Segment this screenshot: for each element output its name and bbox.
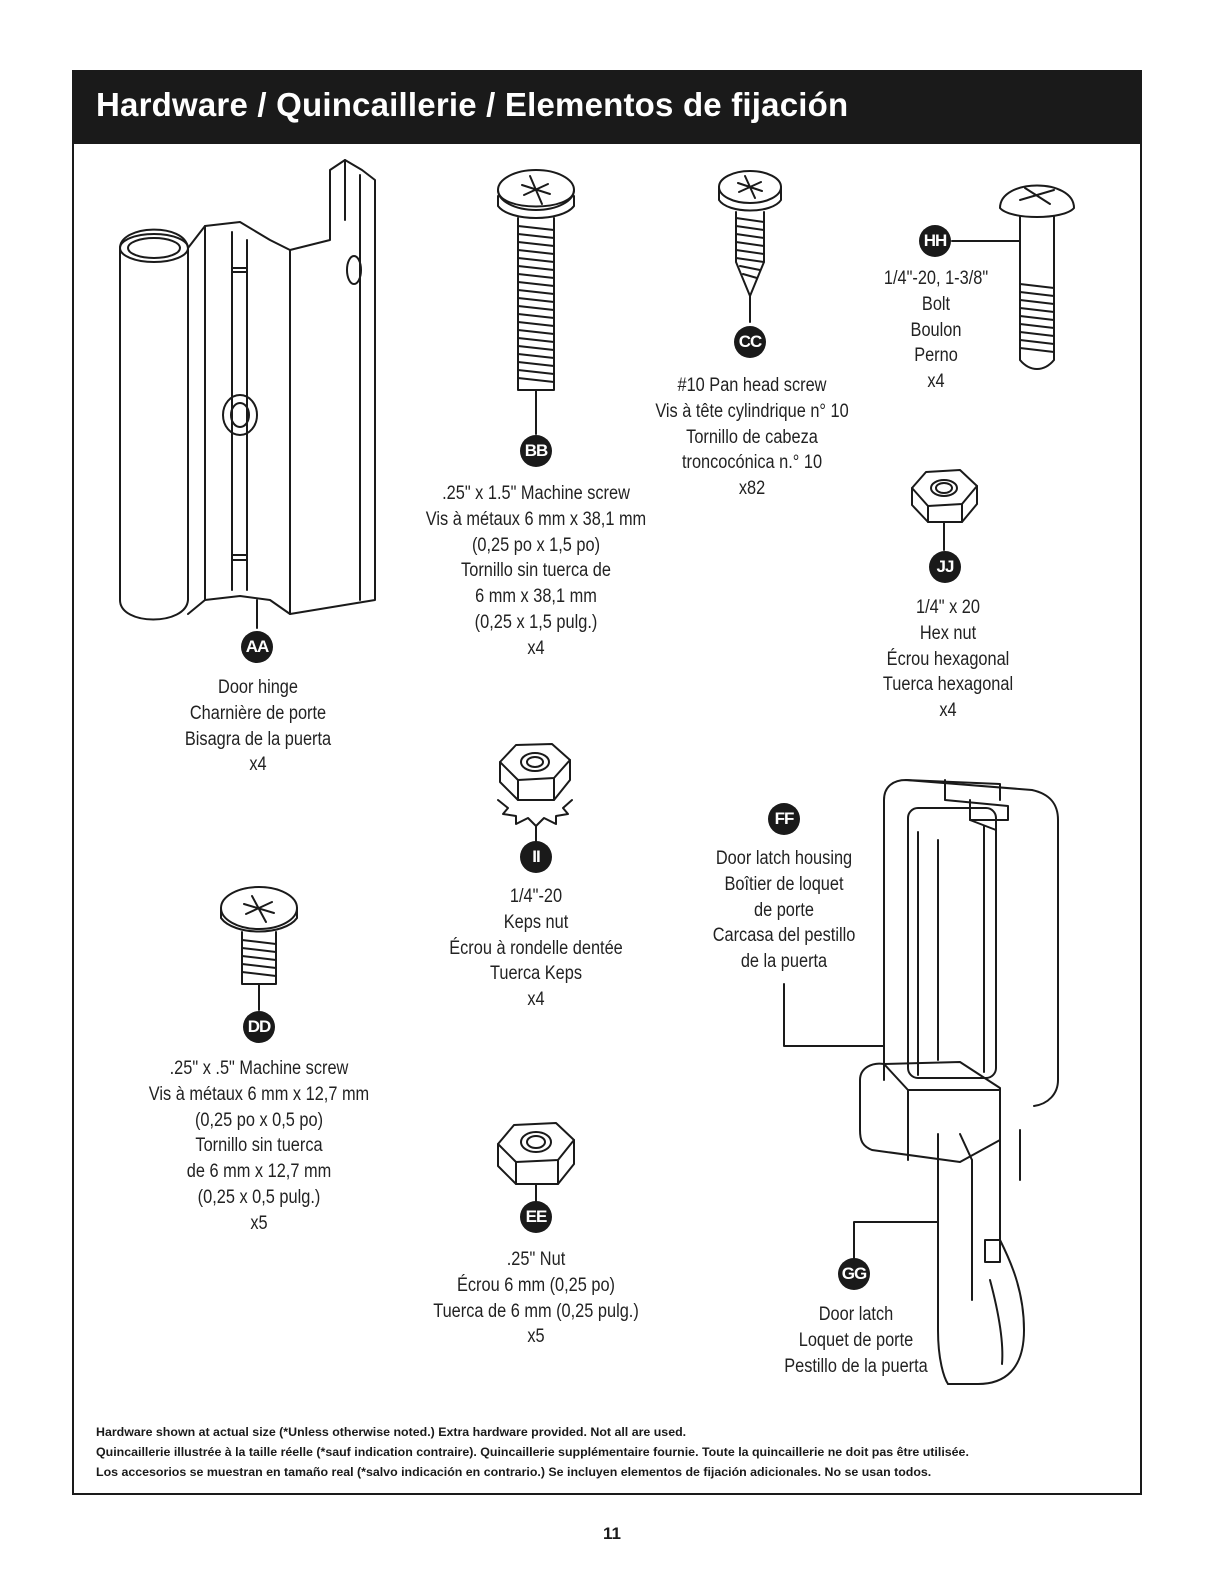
label-line: de 6 mm x 12,7 mm <box>186 1161 332 1183</box>
label-machine-screw-short: .25" x .5" Machine screw Vis à métaux 6 … <box>121 1056 396 1237</box>
label-pan-head-screw: #10 Pan head screw Vis à tête cylindriqu… <box>614 373 889 502</box>
label-line: .25" x .5" Machine screw <box>169 1058 349 1079</box>
door-latch-drawing <box>783 779 1059 1385</box>
label-line: Écrou hexagonal <box>886 648 1010 670</box>
label-line: Charnière de porte <box>189 702 327 724</box>
label-door-latch-housing: Door latch housing Boîtier de loquet de … <box>681 846 887 975</box>
label-line: x82 <box>738 478 766 500</box>
label-door-latch: Door latch Loquet de porte Pestillo de l… <box>753 1302 959 1379</box>
label-line: Tornillo sin tuerca de <box>461 560 611 582</box>
label-line: Carcasa del pestillo <box>712 925 856 947</box>
section-header: Hardware / Quincaillerie / Elementos de … <box>74 72 1140 144</box>
badge-bb: BB <box>520 435 552 467</box>
label-line: Bolt <box>921 293 951 315</box>
label-line: de porte <box>754 899 814 921</box>
label-line: x5 <box>250 1212 268 1234</box>
label-line: Vis à métaux 6 mm x 38,1 mm <box>425 508 647 530</box>
badge-aa: AA <box>241 631 273 663</box>
label-line: Tornillo de cabeza <box>686 426 818 448</box>
label-line: Tuerca Keps <box>489 963 583 985</box>
label-line: x4 <box>939 700 957 722</box>
badge-dd: DD <box>243 1011 275 1043</box>
pan-head-screw-drawing <box>718 170 782 323</box>
keps-nut-drawing <box>497 743 573 843</box>
label-line: x5 <box>527 1326 545 1348</box>
label-line: Vis à tête cylindrique n° 10 <box>655 400 849 422</box>
label-line: 1/4" x 20 <box>916 597 980 618</box>
label-line: Perno <box>914 345 958 367</box>
label-line: 6 mm x 38,1 mm <box>475 586 597 608</box>
label-machine-screw-long: .25" x 1.5" Machine screw Vis à métaux 6… <box>398 481 673 662</box>
label-line: x4 <box>527 989 545 1011</box>
footnote-french: Quincaillerie illustrée à la taille réel… <box>96 1445 969 1459</box>
badge-hh: HH <box>919 225 951 257</box>
label-line: (0,25 po x 0,5 po) <box>194 1109 324 1131</box>
hex-nut-small-drawing <box>911 469 978 551</box>
label-line: (0,25 po x 1,5 po) <box>471 534 601 556</box>
badge-ii: II <box>520 841 552 873</box>
label-hex-nut: 1/4" x 20 Hex nut Écrou hexagonal Tuerca… <box>845 595 1051 724</box>
footnote-spanish: Los accesorios se muestran en tamaño rea… <box>96 1465 932 1479</box>
machine-screw-long-drawing <box>497 169 575 435</box>
label-line: Tuerca de 6 mm (0,25 pulg.) <box>433 1300 639 1322</box>
label-line: Door hinge <box>218 677 298 698</box>
label-door-hinge: Door hinge Charnière de porte Bisagra de… <box>138 675 379 778</box>
badge-gg: GG <box>838 1258 870 1290</box>
label-line: Loquet de porte <box>798 1329 914 1351</box>
label-line: .25" Nut <box>506 1249 566 1270</box>
label-line: Boîtier de loquet <box>724 873 844 895</box>
badge-ee: EE <box>520 1201 552 1233</box>
label-line: Pestillo de la puerta <box>784 1355 928 1377</box>
label-line: Bisagra de la puerta <box>184 728 332 750</box>
label-line: (0,25 x 0,5 pulg.) <box>197 1186 321 1208</box>
label-line: 1/4"-20 <box>509 886 563 907</box>
label-bolt: 1/4"-20, 1-3/8" Bolt Boulon Perno x4 <box>850 266 1022 395</box>
label-line: 1/4"-20, 1-3/8" <box>883 268 989 289</box>
label-line: de la puerta <box>740 951 828 973</box>
label-line: Tuerca hexagonal <box>882 674 1014 696</box>
label-line: Tornillo sin tuerca <box>195 1135 323 1157</box>
badge-ff: FF <box>768 803 800 835</box>
hardware-panel: Hardware / Quincaillerie / Elementos de … <box>72 70 1142 1495</box>
label-nut: .25" Nut Écrou 6 mm (0,25 po) Tuerca de … <box>407 1247 665 1350</box>
label-line: Door latch housing <box>715 848 853 869</box>
machine-screw-short-drawing <box>220 886 298 1011</box>
label-line: .25" x 1.5" Machine screw <box>442 483 630 504</box>
hardware-footnote: Hardware shown at actual size (*Unless o… <box>96 1422 969 1482</box>
label-line: Hex nut <box>919 622 977 644</box>
label-line: #10 Pan head screw <box>677 375 827 396</box>
page-number: 11 <box>603 1524 621 1543</box>
label-line: x4 <box>527 637 545 659</box>
door-hinge-drawing <box>119 159 376 629</box>
nut-drawing <box>497 1122 575 1203</box>
label-line: x4 <box>249 754 267 776</box>
page-title: Hardware / Quincaillerie / Elementos de … <box>96 86 849 123</box>
bolt-drawing <box>951 184 1075 370</box>
label-line: Keps nut <box>503 911 569 933</box>
label-line: Door latch <box>818 1304 894 1325</box>
label-line: Écrou à rondelle dentée <box>449 937 623 959</box>
label-line: (0,25 x 1,5 pulg.) <box>474 611 598 633</box>
badge-cc: CC <box>734 326 766 358</box>
label-line: Écrou 6 mm (0,25 po) <box>456 1274 616 1296</box>
badge-jj: JJ <box>929 551 961 583</box>
label-line: troncocónica n.° 10 <box>681 452 823 474</box>
label-keps-nut: 1/4"-20 Keps nut Écrou à rondelle dentée… <box>424 884 648 1013</box>
label-line: Vis à métaux 6 mm x 12,7 mm <box>148 1083 370 1105</box>
footnote-english: Hardware shown at actual size (*Unless o… <box>96 1425 687 1439</box>
label-line: Boulon <box>910 319 962 341</box>
label-line: x4 <box>927 371 945 393</box>
